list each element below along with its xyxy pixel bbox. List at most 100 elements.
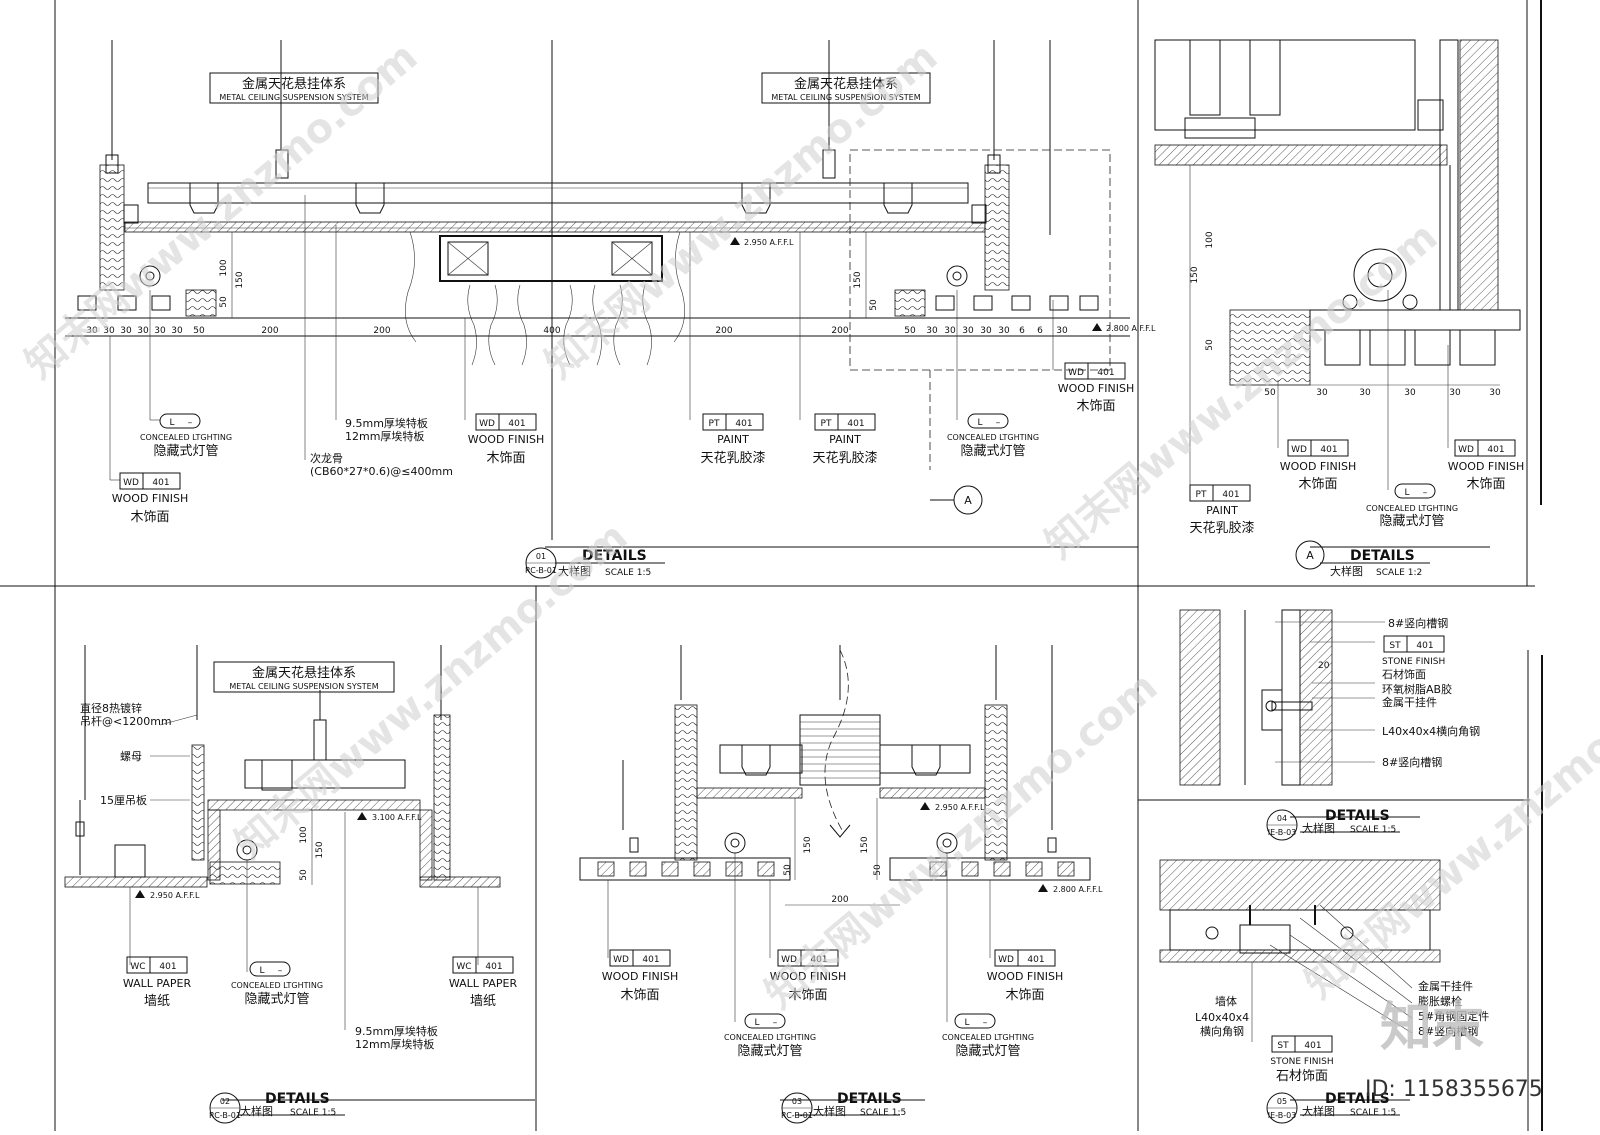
- svg-text:METAL CEILING SUSPENSION SYSTE: METAL CEILING SUSPENSION SYSTEM: [229, 682, 378, 691]
- detail-02: 金属天花悬挂体系 METAL CEILING SUSPENSION SYSTEM…: [64, 645, 535, 1124]
- svg-text:WD: WD: [1291, 445, 1307, 455]
- svg-text:墙纸: 墙纸: [144, 994, 170, 1009]
- steel-notes: 8#竖向槽钢 石材饰面 环氧树脂AB胶 金属干挂件 L40x40x4横向角钢 8…: [1382, 616, 1480, 769]
- callout-paint: PT 401 PAINT 天花乳胶漆: [1189, 484, 1255, 536]
- svg-text:螺母: 螺母: [120, 750, 142, 763]
- svg-text:200: 200: [831, 326, 848, 336]
- svg-text:WD: WD: [1068, 368, 1084, 378]
- svg-text:05: 05: [1277, 1097, 1287, 1106]
- svg-text:DETAILS: DETAILS: [1350, 548, 1415, 564]
- svg-text:30: 30: [154, 326, 166, 336]
- svg-text:RC-B-01: RC-B-01: [525, 566, 557, 575]
- svg-text:木饰面: 木饰面: [130, 510, 169, 525]
- svg-text:ST: ST: [1389, 641, 1401, 651]
- svg-text:50: 50: [904, 326, 916, 336]
- svg-text:STONE FINISH: STONE FINISH: [1382, 657, 1445, 667]
- svg-text:50: 50: [1264, 388, 1276, 398]
- svg-text:大样图: 大样图: [813, 1104, 846, 1118]
- callout-paint: PT 401 PAINT 天花乳胶漆: [812, 413, 878, 466]
- suspension-label-cn: 金属天花悬挂体系: [794, 76, 898, 92]
- keel-note: 次龙骨 (CB60*27*0.6)@≤400mm: [310, 451, 453, 478]
- callout-wood-finish: WD 401 WOOD FINISH 木饰面: [112, 472, 188, 525]
- callout-concealed-lighting: L – CONCEALED LTGHTING 隐藏式灯管: [942, 1013, 1034, 1059]
- svg-text:STONE FINISH: STONE FINISH: [1270, 1057, 1333, 1067]
- callout-concealed-lighting: L – CONCEALED LTGHTING 隐藏式灯管: [947, 413, 1039, 459]
- callout-paint: PT 401 PAINT 天花乳胶漆: [700, 413, 766, 466]
- svg-text:WOOD FINISH: WOOD FINISH: [602, 970, 678, 983]
- svg-text:3.100 A.F.F.L: 3.100 A.F.F.L: [372, 813, 422, 822]
- title-block-02: 02 RC-B-01 DETAILS 大样图 SCALE 1:5: [209, 1091, 535, 1124]
- callout-wood-finish: WD 401 WOOD FINISH 木饰面: [770, 949, 846, 1003]
- svg-text:WC: WC: [130, 962, 145, 972]
- svg-text:WALL PAPER: WALL PAPER: [123, 977, 192, 990]
- svg-text:WD: WD: [781, 955, 797, 965]
- svg-text:30: 30: [120, 326, 132, 336]
- svg-text:401: 401: [1222, 490, 1239, 500]
- svg-text:膨胀螺栓: 膨胀螺栓: [1418, 994, 1462, 1008]
- svg-text:150: 150: [235, 271, 245, 288]
- svg-text:PAINT: PAINT: [829, 433, 861, 446]
- svg-text:墙纸: 墙纸: [470, 994, 496, 1009]
- svg-text:知末网www.znzmo.com: 知末网www.znzmo.com: [537, 34, 946, 388]
- svg-text:400: 400: [543, 326, 560, 336]
- svg-text:150: 150: [803, 836, 813, 853]
- svg-text:6: 6: [1037, 326, 1043, 336]
- svg-text:–: –: [278, 966, 283, 976]
- svg-text:隐藏式灯管: 隐藏式灯管: [737, 1044, 802, 1059]
- svg-text:WD: WD: [998, 955, 1014, 965]
- svg-text:L: L: [754, 1018, 759, 1028]
- svg-text:大样图: 大样图: [1302, 821, 1335, 835]
- callout-wood-finish: WD 401 WOOD FINISH 木饰面: [468, 413, 544, 466]
- board-note: 9.5mm厚埃特板 12mm厚埃特板: [345, 416, 428, 443]
- svg-text:SCALE 1:5: SCALE 1:5: [1350, 825, 1396, 835]
- svg-text:大样图: 大样图: [1302, 1104, 1335, 1118]
- svg-text:–: –: [1423, 488, 1428, 498]
- svg-text:RC-B-01: RC-B-01: [781, 1111, 813, 1120]
- svg-text:知末网www.znzmo.com: 知末网www.znzmo.com: [1297, 654, 1600, 1008]
- svg-text:DETAILS: DETAILS: [837, 1091, 902, 1107]
- svg-text:30: 30: [171, 326, 183, 336]
- svg-text:401: 401: [1416, 641, 1433, 651]
- svg-text:DETAILS: DETAILS: [1325, 1091, 1390, 1107]
- svg-text:30: 30: [962, 326, 974, 336]
- svg-text:WD: WD: [123, 478, 139, 488]
- callout-wood-finish: WD 401 WOOD FINISH 木饰面: [1280, 439, 1356, 492]
- svg-text:30: 30: [1056, 326, 1068, 336]
- svg-text:WD: WD: [613, 955, 629, 965]
- detail-05: 金属干挂件 膨胀螺栓 5#角钢固定件 8#竖向槽钢 墙体 L40x40x4 横向…: [1159, 859, 1489, 1124]
- svg-text:CONCEALED LTGHTING: CONCEALED LTGHTING: [942, 1033, 1034, 1042]
- svg-text:100: 100: [219, 259, 229, 276]
- svg-text:30: 30: [980, 326, 992, 336]
- level-marker: 2.800 A.F.F.L: [1106, 324, 1156, 333]
- svg-text:WOOD FINISH: WOOD FINISH: [112, 492, 188, 505]
- board-note: 9.5mm厚埃特板 12mm厚埃特板: [355, 1024, 438, 1051]
- svg-text:50: 50: [869, 299, 879, 311]
- svg-text:9.5mm厚埃特板: 9.5mm厚埃特板: [345, 416, 428, 430]
- title-block-01: 01 RC-B-01 DETAILS 大样图 SCALE 1:5: [525, 546, 1138, 579]
- svg-text:50: 50: [193, 326, 205, 336]
- svg-text:50: 50: [219, 296, 229, 308]
- svg-text:01: 01: [536, 552, 546, 561]
- svg-text:15厘吊板: 15厘吊板: [100, 793, 147, 807]
- svg-text:30: 30: [926, 326, 938, 336]
- svg-text:金属干挂件: 金属干挂件: [1382, 695, 1437, 709]
- callout-concealed-lighting: L – CONCEALED LTGHTING 隐藏式灯管: [1366, 483, 1458, 529]
- svg-text:401: 401: [735, 419, 752, 429]
- svg-text:吊杆@<1200mm: 吊杆@<1200mm: [80, 714, 172, 728]
- svg-text:401: 401: [152, 478, 169, 488]
- svg-text:PT: PT: [821, 419, 832, 429]
- svg-text:L: L: [1404, 488, 1409, 498]
- detail-03: 2.950 A.F.F.L 2.800 A.F.F.L 200 150 50 1…: [579, 645, 1103, 1124]
- callout-stone-finish: ST 401 STONE FINISH 石材饰面: [1270, 1035, 1334, 1084]
- hanger-notes: 直径8热镀锌 吊杆@<1200mm 螺母 15厘吊板: [80, 701, 172, 807]
- svg-text:L: L: [964, 1018, 969, 1028]
- svg-text:木饰面: 木饰面: [788, 988, 827, 1003]
- svg-text:30: 30: [137, 326, 149, 336]
- svg-text:200: 200: [261, 326, 278, 336]
- svg-text:大样图: 大样图: [558, 564, 591, 578]
- sheet-frame: [0, 0, 1543, 1131]
- svg-text:L40x40x4横向角钢: L40x40x4横向角钢: [1382, 724, 1480, 738]
- svg-text:CONCEALED LTGHTING: CONCEALED LTGHTING: [1366, 504, 1458, 513]
- svg-text:8#竖向槽钢: 8#竖向槽钢: [1388, 616, 1448, 630]
- svg-text:50: 50: [783, 864, 793, 876]
